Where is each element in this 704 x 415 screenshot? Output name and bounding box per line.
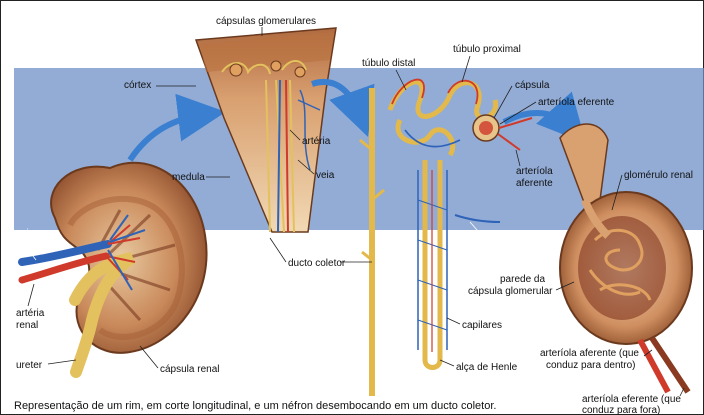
label-arteriola-eferente: arteríola eferente (538, 97, 615, 108)
label-medula: medula (172, 172, 205, 183)
label-capsula: cápsula (515, 80, 550, 91)
label-arteria: artéria (302, 136, 331, 147)
label-aferente-dentro-2: conduz para dentro) (546, 360, 636, 371)
label-arteriola-aferente-1: arteríola (516, 166, 553, 177)
label-parede-1: parede da (500, 274, 545, 285)
label-veia-renal-left-2: renal (16, 240, 38, 251)
label-capilares: capilares (462, 320, 502, 331)
label-cortex: córtex (124, 80, 151, 91)
label-capsula-renal: cápsula renal (160, 364, 219, 375)
label-arteria-renal-1: artéria (16, 308, 45, 319)
label-eferente-fora-2: conduz para fora) (582, 405, 660, 415)
label-parede-2: cápsula glomerular (468, 286, 553, 297)
label-veia: veia (316, 170, 335, 181)
label-aferente-dentro-1: arteríola aferente (que (540, 348, 639, 359)
label-arteriola-aferente-2: aferente (516, 178, 553, 189)
label-eferente-fora-1: arteríola eferente (que (582, 394, 681, 405)
label-ureter: ureter (16, 360, 43, 371)
label-ducto-coletor: ducto coletor (288, 258, 346, 269)
figure-caption: Representação de um rim, em corte longit… (14, 400, 496, 412)
label-arteria-renal-2: renal (16, 320, 38, 331)
label-capsulas-glomerulares: cápsulas glomerulares (216, 16, 316, 27)
label-glomerulo-renal: glomérulo renal (624, 170, 693, 181)
label-veia-renal-mid: veia renal (484, 233, 527, 244)
label-veia-renal-left-1: veia (16, 228, 35, 239)
label-tubulo-distal: túbulo distal (362, 58, 415, 69)
label-alca-henle: alça de Henle (456, 362, 518, 373)
label-tubulo-proximal: túbulo proximal (453, 44, 521, 55)
